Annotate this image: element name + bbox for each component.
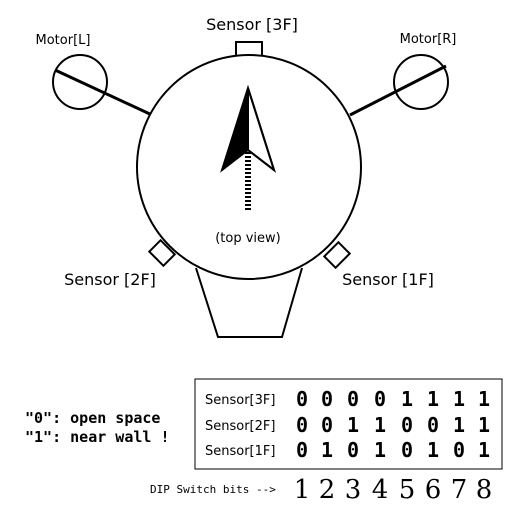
dip-number: 5 — [399, 475, 416, 505]
bit-cell: 0 — [321, 387, 333, 411]
bit-cell: 1 — [478, 413, 490, 437]
bit-cell: 1 — [374, 438, 386, 462]
dip-number: 8 — [476, 475, 493, 505]
sensor-1f-label: Sensor [1F] — [342, 270, 434, 289]
dip-switch-label: DIP Switch bits --> — [150, 483, 276, 496]
bit-cell: 0 — [347, 438, 359, 462]
dip-number: 1 — [294, 475, 311, 505]
dip-number: 4 — [372, 475, 389, 505]
bit-cell: 0 — [347, 387, 359, 411]
bit-cell: 1 — [427, 387, 439, 411]
bit-cell: 0 — [427, 413, 439, 437]
bit-cell: 0 — [321, 413, 333, 437]
bit-cell: 0 — [401, 438, 413, 462]
motor-l-label: Motor[L] — [36, 33, 91, 48]
bit-cell: 1 — [427, 438, 439, 462]
bit-cell: 1 — [401, 387, 413, 411]
bit-cell: 0 — [453, 438, 465, 462]
truth-table-frame — [194, 378, 503, 470]
direction-arrow — [220, 84, 276, 210]
dip-number: 7 — [451, 475, 468, 505]
dip-number: 3 — [345, 475, 362, 505]
bit-cell: 1 — [321, 438, 333, 462]
robot-tail — [195, 267, 303, 338]
motor-r-wheel — [393, 54, 449, 110]
bit-cell: 1 — [478, 438, 490, 462]
bit-cell: 1 — [453, 413, 465, 437]
dip-number: 2 — [319, 475, 336, 505]
dip-number: 6 — [425, 475, 442, 505]
bit-cell: 0 — [401, 413, 413, 437]
motor-r-label: Motor[R] — [400, 32, 457, 47]
sensor-2f-label: Sensor [2F] — [64, 270, 156, 289]
row-label: Sensor[2F] — [205, 419, 275, 434]
top-view-label: (top view) — [215, 231, 281, 246]
row-label: Sensor[1F] — [205, 444, 275, 459]
sensor-3f-label: Sensor [3F] — [206, 15, 298, 34]
robot-body — [136, 54, 362, 280]
bit-cell: 1 — [347, 413, 359, 437]
sensor-2f-box — [147, 238, 177, 268]
row-label: Sensor[3F] — [205, 393, 275, 408]
legend-one: "1": near wall ! — [25, 428, 170, 446]
legend-zero: "0": open space — [25, 409, 160, 427]
bit-cell: 0 — [296, 387, 308, 411]
bit-cell: 0 — [296, 438, 308, 462]
bit-cell: 1 — [374, 413, 386, 437]
bit-cell: 0 — [296, 413, 308, 437]
bit-cell: 1 — [478, 387, 490, 411]
bit-cell: 1 — [453, 387, 465, 411]
sensor-1f-box — [322, 240, 352, 270]
motor-r-axle — [349, 64, 447, 117]
bit-cell: 0 — [374, 387, 386, 411]
motor-l-axle — [54, 68, 153, 117]
